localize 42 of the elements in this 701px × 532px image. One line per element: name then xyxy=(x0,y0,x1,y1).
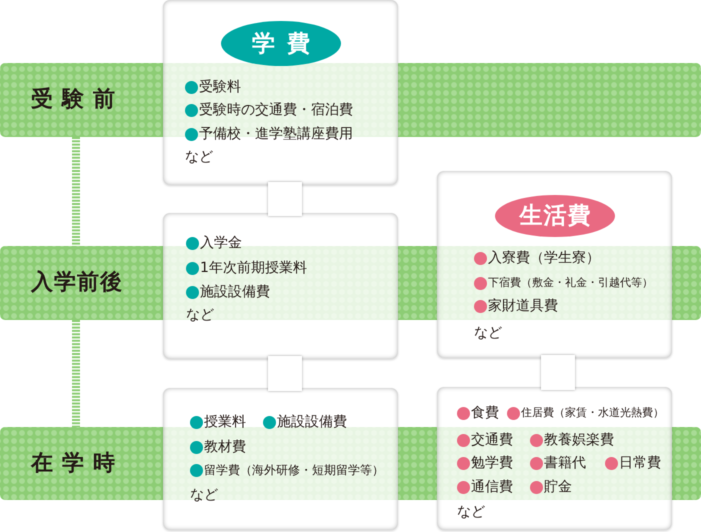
expense-card xyxy=(163,213,398,359)
category-label: 生活費 xyxy=(520,203,592,229)
expense-card xyxy=(163,0,398,185)
expense-item: 日常費 xyxy=(619,454,661,472)
expense-item: 住居費（家賃・水道光熱費） xyxy=(521,405,664,421)
expense-item: 下宿費（敷金・礼金・引越代等） xyxy=(488,275,653,291)
expense-item: 1年次前期授業料 xyxy=(200,259,307,277)
etc-note: など xyxy=(185,148,213,166)
expense-item: 施設設備費 xyxy=(200,283,270,301)
dashed-line xyxy=(72,320,80,427)
expense-item: 勉学費 xyxy=(471,454,513,472)
expense-item: 交通費 xyxy=(471,431,513,449)
expense-card xyxy=(437,171,672,358)
expense-item: 受験時の交通費・宿泊費 xyxy=(199,101,353,119)
expense-item: 食費 xyxy=(471,404,499,422)
expense-item: 貯金 xyxy=(544,478,572,496)
category-label: 学費 xyxy=(252,30,322,56)
connector xyxy=(268,182,302,216)
expense-item: 通信費 xyxy=(471,478,513,496)
expense-item: 教材費 xyxy=(204,438,246,456)
expense-item: 書籍代 xyxy=(544,454,586,472)
stage-label: 在学時 xyxy=(31,452,124,476)
expense-item: 留学費（海外研修・短期留学等） xyxy=(204,462,384,479)
expense-card xyxy=(163,388,398,530)
stage-label: 受験前 xyxy=(31,88,124,112)
expense-item: 入学金 xyxy=(200,234,242,252)
expense-item: 家財道具費 xyxy=(488,297,558,315)
etc-note: など xyxy=(190,486,218,504)
stage-label: 入学前後 xyxy=(31,271,123,295)
connector xyxy=(268,356,302,391)
connector xyxy=(541,355,575,390)
etc-note: など xyxy=(474,324,502,342)
expense-item: 受験料 xyxy=(199,78,241,96)
expense-item: 教養娯楽費 xyxy=(544,431,614,449)
dashed-line xyxy=(72,137,80,246)
expense-card xyxy=(437,387,672,530)
expense-item: 予備校・進学塾講座費用 xyxy=(199,125,353,143)
expense-item: 入寮費（学生寮） xyxy=(488,249,600,267)
etc-note: など xyxy=(186,306,214,324)
expense-item: 授業料 xyxy=(204,413,246,431)
expense-item: 施設設備費 xyxy=(277,413,347,431)
etc-note: など xyxy=(457,503,485,521)
